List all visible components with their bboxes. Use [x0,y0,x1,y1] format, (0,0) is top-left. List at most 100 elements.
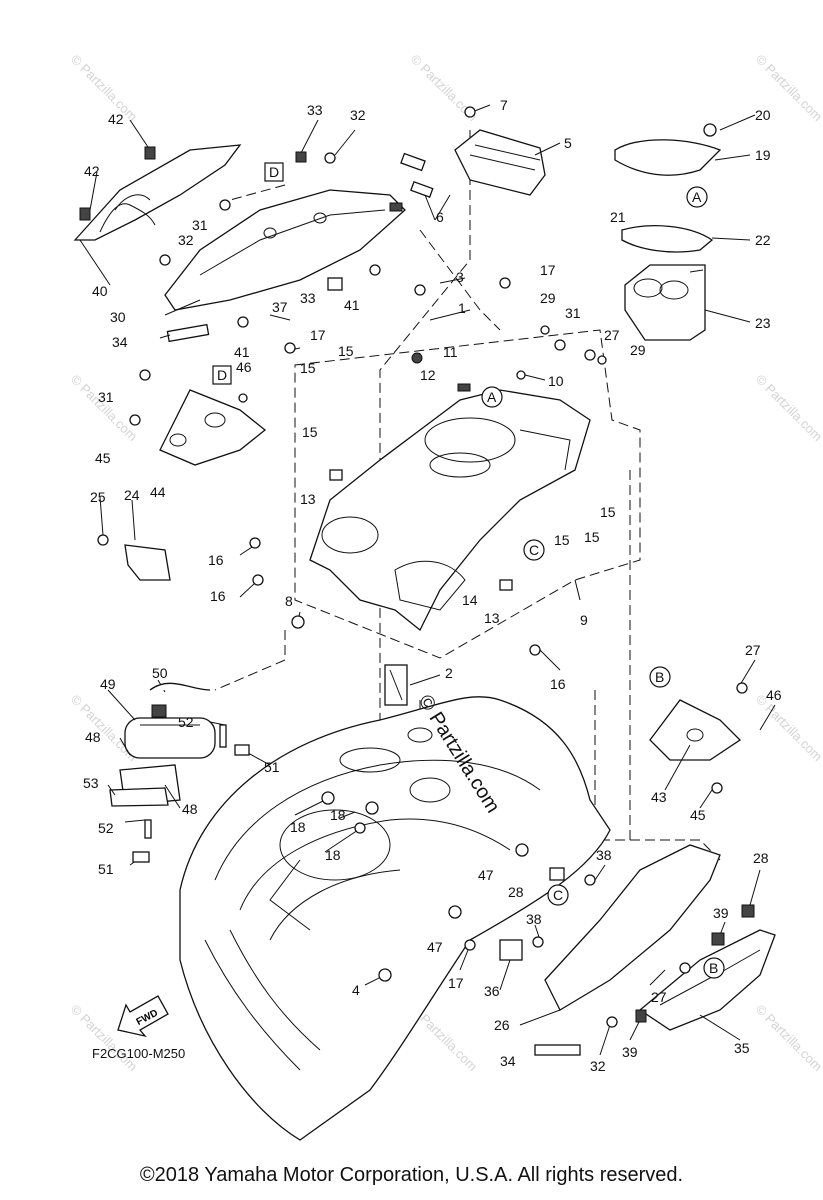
callout-17: 17 [310,327,326,343]
callout-27: 27 [651,989,667,1005]
callout-35: 35 [734,1040,750,1056]
callout-15: 15 [554,532,570,548]
callout-10: 10 [548,373,564,389]
callout-46: 46 [766,687,782,703]
strap-48-53 [109,764,181,807]
callout-22: 22 [755,232,771,248]
callout-45: 45 [690,807,706,823]
callout-18: 18 [330,807,346,823]
callout-2: 2 [445,665,453,681]
meter-hood [400,129,546,198]
callout-28: 28 [508,884,524,900]
callout-15: 15 [584,529,600,545]
callout-33: 33 [300,290,316,306]
callout-9: 9 [580,612,588,628]
callout-23: 23 [755,315,771,331]
hardware [79,106,755,1028]
callout-48: 48 [182,801,198,817]
callout-13: 13 [300,491,316,507]
callout-15: 15 [300,360,316,376]
rear-panel-36 [544,844,776,1031]
callout-20: 20 [755,107,771,123]
ref-marker-b: B [709,960,718,976]
storage-cover-assembly [614,139,722,341]
callout-7: 7 [500,97,508,113]
leader-lines [79,104,776,1056]
callout-16: 16 [208,552,224,568]
ref-marker-b: B [655,669,664,685]
callout-52: 52 [98,820,114,836]
callout-26: 26 [494,1017,510,1033]
callout-31: 31 [192,217,208,233]
callout-44: 44 [150,484,166,500]
callout-52: 52 [178,714,194,730]
callout-8: 8 [285,593,293,609]
ref-marker-a: A [487,389,497,405]
watermark: © Partzilla.com [753,692,823,765]
side-panel-front [73,144,242,241]
callout-numbers: 1 2 3 4 5 6 7 8 9 10 11 12 13 13 14 15 1… [83,97,782,1074]
callout-12: 12 [420,367,436,383]
callout-41: 41 [344,297,360,313]
hull-body [179,696,611,1141]
callout-21: 21 [610,209,626,225]
callout-17: 17 [448,975,464,991]
reference-markers: A A B B C C D D [212,162,725,979]
callout-50: 50 [152,665,168,681]
callout-42: 42 [108,111,124,127]
ref-marker-c: C [553,887,563,903]
diagram-code: F2CG100-M250 [92,1046,186,1061]
callout-3: 3 [456,269,464,285]
callout-17: 17 [540,262,556,278]
callout-18: 18 [325,847,341,863]
callout-42: 42 [84,163,100,179]
callout-15: 15 [302,424,318,440]
side-cover-left [159,389,267,466]
watermark: © Partzilla.com [753,372,823,445]
ref-marker-d: D [217,367,227,383]
callout-40: 40 [92,283,108,299]
front-cover [164,189,406,311]
callout-34: 34 [112,334,128,350]
callout-1: 1 [458,300,466,316]
callout-51: 51 [264,759,280,775]
callout-16: 16 [550,676,566,692]
side-cover-right [649,699,742,761]
callout-27: 27 [745,642,761,658]
callout-53: 53 [83,775,99,791]
callout-46: 46 [236,359,252,375]
callout-39: 39 [622,1044,638,1060]
callout-30: 30 [110,309,126,325]
callout-33: 33 [307,102,323,118]
callout-43: 43 [651,789,667,805]
callout-13: 13 [484,610,500,626]
ref-marker-a: A [692,189,702,205]
callout-25: 25 [90,489,106,505]
callout-15: 15 [600,504,616,520]
callout-6: 6 [436,209,444,225]
bracket-24 [124,544,171,581]
callout-34: 34 [500,1053,516,1069]
ref-marker-d: D [269,164,279,180]
watermark: © Partzilla.com [753,1002,823,1075]
ref-marker-c: C [529,542,539,558]
callout-29: 29 [540,290,556,306]
callout-31: 31 [565,305,581,321]
callout-19: 19 [755,147,771,163]
callout-47: 47 [478,867,494,883]
callout-38: 38 [526,911,542,927]
callout-39: 39 [713,905,729,921]
callout-45: 45 [95,450,111,466]
callout-24: 24 [124,487,140,503]
callout-41: 41 [234,344,250,360]
callout-38: 38 [596,847,612,863]
copyright-notice: ©2018 Yamaha Motor Corporation, U.S.A. A… [139,1164,684,1186]
callout-4: 4 [352,982,360,998]
hook-2 [384,664,408,706]
callout-51: 51 [98,861,114,877]
callout-27: 27 [604,327,620,343]
callout-32: 32 [350,107,366,123]
battery-49 [124,717,216,759]
callout-37: 37 [272,299,288,315]
